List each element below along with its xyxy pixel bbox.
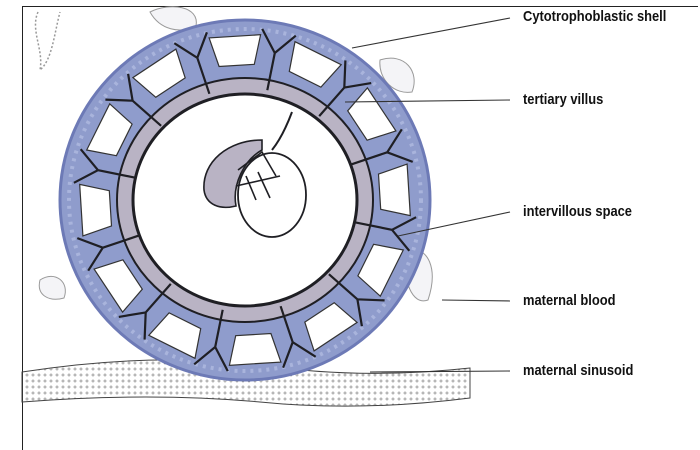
intervillous-space [209, 35, 261, 67]
label-intervillous-space: intervillous space [523, 203, 632, 221]
intervillous-space [379, 164, 411, 216]
leader-line-shell [352, 18, 510, 48]
label-maternal-blood: maternal blood [523, 292, 615, 310]
label-tertiary-villus: tertiary villus [523, 91, 603, 109]
yolk-sac [238, 153, 306, 237]
label-cytotrophoblastic-shell: Cytotrophoblastic shell [523, 8, 666, 26]
intervillous-space [229, 334, 281, 366]
uterine-gland [35, 12, 60, 70]
leader-line-sinusoid [370, 371, 510, 372]
intervillous-space [80, 184, 112, 236]
leader-line-blood [442, 300, 510, 301]
label-maternal-sinusoid: maternal sinusoid [523, 362, 633, 380]
